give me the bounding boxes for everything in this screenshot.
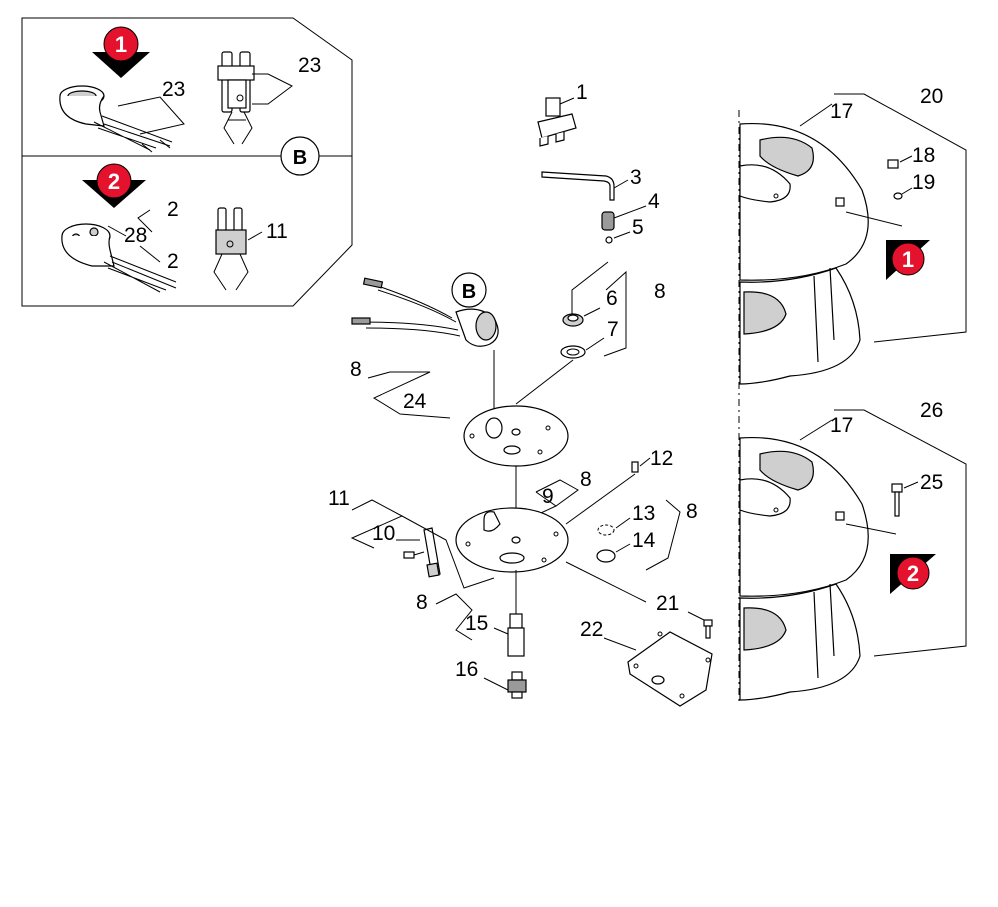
lower-plate-part xyxy=(455,466,569,573)
callout-9: 9 xyxy=(542,485,554,508)
callout-5: 5 xyxy=(632,216,644,239)
svg-text:2: 2 xyxy=(108,169,120,194)
sleeve-part xyxy=(601,205,647,231)
bracket-part xyxy=(537,97,577,147)
label-11-inset: 11 xyxy=(266,220,288,243)
upper-plate-part xyxy=(463,350,574,467)
label-bracket-23b xyxy=(252,73,293,105)
callout-25: 25 xyxy=(920,471,943,494)
callout-6: 6 xyxy=(606,287,618,310)
svg-text:1: 1 xyxy=(902,247,914,272)
callout-13: 13 xyxy=(632,502,655,525)
nozzle-part-15 xyxy=(507,570,525,657)
parts-18-19 xyxy=(887,155,913,200)
svg-text:B: B xyxy=(293,147,307,169)
callout-12: 12 xyxy=(650,447,673,470)
label-23b: 23 xyxy=(298,54,321,77)
callout-8-top: 8 xyxy=(654,280,666,303)
washers-13-14 xyxy=(565,499,681,603)
callout-14: 14 xyxy=(632,529,656,552)
electrode-icon xyxy=(213,207,249,291)
callout-18: 18 xyxy=(912,144,935,167)
mount-plate-part-22 xyxy=(603,631,713,707)
bolt-part-25 xyxy=(891,481,919,517)
electrode-part-11 xyxy=(403,527,441,578)
label-28: 28 xyxy=(124,224,147,247)
svg-text:B: B xyxy=(462,281,476,303)
callout-19: 19 xyxy=(912,171,935,194)
label-bracket-23a xyxy=(117,96,185,135)
callout-7: 7 xyxy=(607,318,619,341)
label-bracket-24 xyxy=(367,371,451,419)
callout-22: 22 xyxy=(580,618,603,641)
callout-24: 24 xyxy=(403,390,427,413)
detail-b-leads: B xyxy=(351,272,499,347)
callout-8-left: 8 xyxy=(350,358,362,381)
fitting-part-16 xyxy=(507,671,527,699)
label-bracket-2-28 xyxy=(107,209,161,263)
option-2-housing-badge: 2 xyxy=(890,554,936,594)
nut-washer-group xyxy=(560,261,627,359)
label-23a: 23 xyxy=(162,78,185,101)
callout-16: 16 xyxy=(455,658,478,681)
electrode-set-icon xyxy=(217,51,255,145)
callout-20: 20 xyxy=(920,85,943,108)
callout-4: 4 xyxy=(648,190,660,213)
callout-8-right: 8 xyxy=(686,500,698,523)
callout-21: 21 xyxy=(656,592,679,615)
label-2a: 2 xyxy=(167,198,179,221)
bent-rod-part xyxy=(541,171,629,201)
svg-text:2: 2 xyxy=(907,561,919,586)
screw-part-21 xyxy=(687,611,713,639)
callout-17-bot: 17 xyxy=(830,414,853,437)
callout-26: 26 xyxy=(920,399,943,422)
label-leader-11-inset xyxy=(247,231,263,241)
callout-8-low: 8 xyxy=(416,591,428,614)
callout-17-top: 17 xyxy=(830,100,853,123)
option-2-badge: 2 xyxy=(82,163,146,208)
callout-10: 10 xyxy=(372,522,395,545)
callout-3: 3 xyxy=(630,166,642,189)
electrode-cap-icon xyxy=(59,85,173,153)
callout-15: 15 xyxy=(465,612,488,635)
option-1-badge: 1 xyxy=(92,26,150,78)
callout-1: 1 xyxy=(576,81,588,104)
label-bracket-10-11 xyxy=(350,499,495,589)
screw-part-12 xyxy=(565,457,651,525)
burner-housing-option-1 xyxy=(739,93,967,385)
callout-11: 11 xyxy=(328,487,350,510)
small-nut-part xyxy=(605,231,631,244)
twin-electrode-cap-icon xyxy=(61,223,177,293)
burner-housing-option-2 xyxy=(739,409,967,701)
svg-text:1: 1 xyxy=(115,32,127,57)
label-2b: 2 xyxy=(167,250,179,273)
detail-b-reference: B xyxy=(280,136,320,176)
callout-8-mid: 8 xyxy=(580,468,592,491)
inset-panel: 1 23 23 B xyxy=(21,17,353,307)
label-bracket-15 xyxy=(435,593,509,691)
option-1-housing-badge: 1 xyxy=(886,240,930,280)
